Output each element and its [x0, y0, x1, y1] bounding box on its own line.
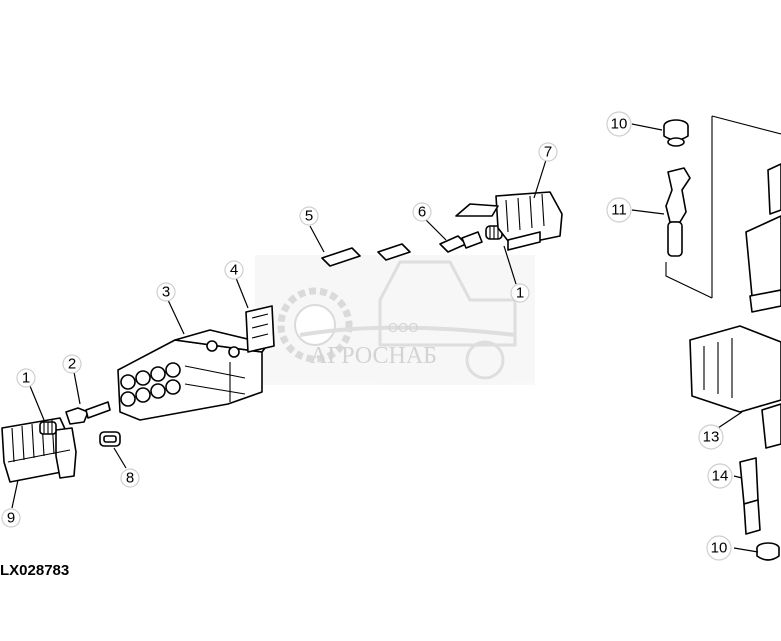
callout-4: 4: [224, 260, 244, 280]
callout-label: 9: [7, 510, 15, 527]
callout-label: 6: [418, 204, 426, 221]
part-10-grommet-bottom: [756, 542, 780, 561]
part-7-retainer: [455, 191, 563, 251]
part-6-terminal: [439, 231, 483, 253]
callout-13: 13: [698, 424, 724, 450]
figure-id: LX028783: [0, 562, 69, 579]
part-4-lock: [245, 305, 275, 353]
callout-8: 8: [120, 468, 140, 488]
part-1-plug: [39, 421, 57, 435]
callout-label: 13: [703, 429, 720, 446]
callout-6: 6: [412, 202, 432, 222]
callout-label: 8: [126, 470, 134, 487]
part-11-terminal: [665, 167, 691, 257]
callout-5: 5: [299, 206, 319, 226]
callout-label: 1: [516, 285, 524, 302]
part-9-seal-strip: [1, 417, 77, 483]
callout-label: 1: [22, 370, 30, 387]
leader-lines: [11, 123, 759, 553]
callout-label: 11: [611, 202, 627, 219]
callout-label: 5: [305, 208, 313, 225]
watermark-brand: АГРОСНАБ: [310, 343, 437, 369]
right-connector-assembly: [689, 163, 781, 449]
callout-10-bottom: 10: [706, 535, 732, 561]
watermark-prefix: ООО: [388, 320, 418, 335]
callout-label: 4: [230, 262, 238, 279]
callout-10-top: 10: [606, 111, 632, 137]
callout-label: 2: [68, 356, 76, 373]
part-14-terminal: [739, 457, 761, 535]
part-5-terminal: [321, 243, 411, 267]
callout-label: 7: [544, 144, 552, 161]
callout-label: 14: [712, 468, 729, 485]
part-3-connector-housing: [117, 329, 269, 421]
callout-2: 2: [62, 354, 82, 374]
callout-14: 14: [707, 463, 733, 489]
part-2-terminal: [65, 401, 111, 425]
callout-1-left: 1: [16, 368, 36, 388]
callout-3: 3: [156, 282, 176, 302]
watermark: ООО АГРОСНАБ: [255, 255, 535, 385]
part-8-plug: [99, 431, 121, 447]
bracket-lines: [665, 115, 781, 299]
part-10-grommet-top: [663, 119, 689, 147]
callout-label: 10: [611, 116, 628, 133]
callout-label: 3: [162, 284, 170, 301]
callout-7: 7: [538, 142, 558, 162]
callout-1-right: 1: [510, 283, 530, 303]
callout-label: 10: [711, 540, 728, 557]
callout-11: 11: [606, 197, 632, 223]
cavity-grid: [120, 362, 181, 407]
callout-9: 9: [1, 508, 21, 528]
